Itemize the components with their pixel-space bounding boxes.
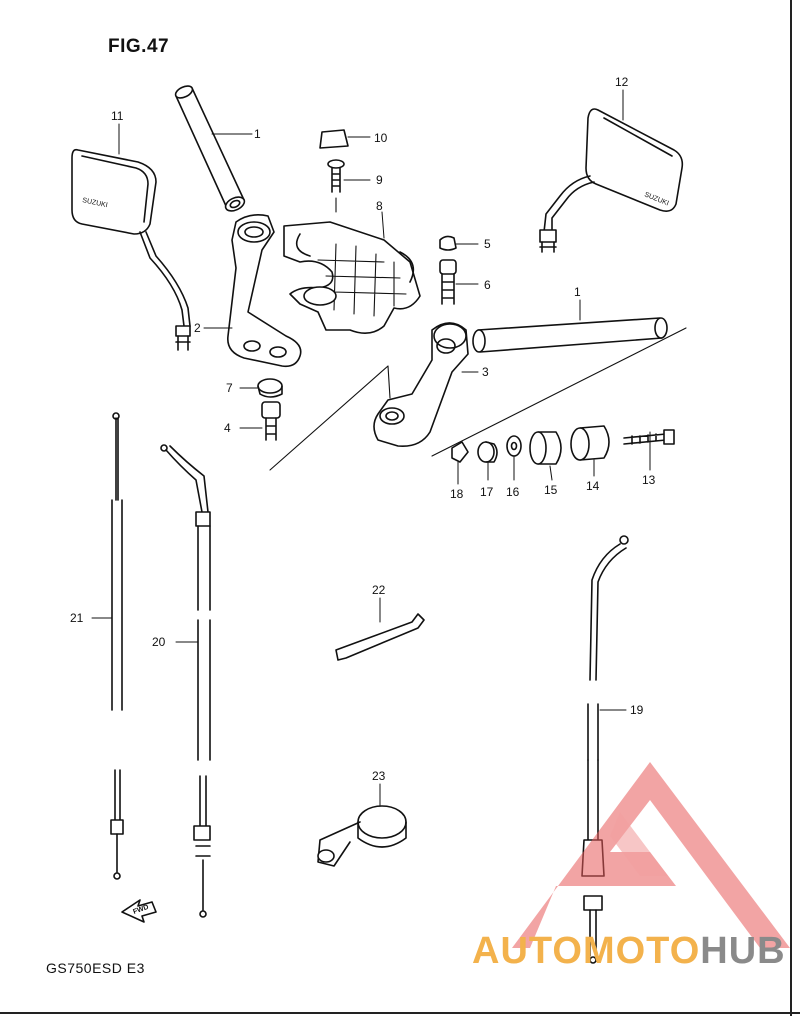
part-label-3: 3 bbox=[482, 365, 489, 379]
bolt-6 bbox=[439, 259, 457, 305]
watermark-logo bbox=[512, 762, 790, 948]
part-label-17: 17 bbox=[480, 485, 494, 499]
bar-end-collar-17 bbox=[477, 441, 498, 463]
part-label-4: 4 bbox=[224, 421, 231, 435]
part-label-19: 19 bbox=[630, 703, 644, 717]
assembly-line-b bbox=[431, 327, 687, 457]
page-border-bottom bbox=[0, 1012, 800, 1014]
right-handlebar-grip bbox=[472, 317, 668, 353]
watermark-text-moto: MOTO bbox=[582, 930, 701, 972]
leader-lines bbox=[91, 89, 651, 807]
part-label-15: 15 bbox=[544, 483, 558, 497]
part-label-8: 8 bbox=[376, 199, 383, 213]
part-label-13: 13 bbox=[642, 473, 656, 487]
page-border-right bbox=[790, 0, 792, 1016]
bar-end-screw-13 bbox=[623, 429, 675, 445]
part-label-12: 12 bbox=[615, 75, 629, 89]
plug-cap-5 bbox=[439, 235, 457, 251]
cable-strap-22 bbox=[335, 613, 425, 661]
part-label-18: 18 bbox=[450, 487, 464, 501]
part-label-7: 7 bbox=[226, 381, 233, 395]
cable-guide-23 bbox=[317, 805, 407, 867]
top-bridge-plate bbox=[283, 221, 421, 334]
cable-21 bbox=[110, 412, 124, 880]
left-handlebar-grip bbox=[174, 85, 246, 212]
figure-title: FIG.47 bbox=[108, 36, 170, 57]
bar-end-washer-16 bbox=[506, 435, 522, 457]
part-label-9: 9 bbox=[376, 173, 383, 187]
bolt-9 bbox=[327, 159, 345, 193]
part-label-16: 16 bbox=[506, 485, 520, 499]
part-label-23: 23 bbox=[372, 769, 386, 783]
watermark-text-auto: AUTO bbox=[472, 930, 583, 972]
right-clip-on-bracket bbox=[373, 322, 469, 448]
part-label-5: 5 bbox=[484, 237, 491, 251]
left-mirror: SUZUKI bbox=[71, 148, 191, 351]
watermark-text: AUTOMOTOHUB bbox=[472, 930, 786, 973]
cable-20 bbox=[160, 444, 211, 918]
watermark-text-hub: HUB bbox=[700, 930, 786, 972]
part-label-1-grip-right: 1 bbox=[574, 285, 581, 299]
part-number-labels: 1 1 2 3 4 5 6 7 8 9 10 11 12 13 14 15 16… bbox=[70, 75, 656, 783]
forward-arrow: FWD bbox=[121, 899, 157, 923]
part-label-1-grip-left: 1 bbox=[254, 127, 261, 141]
plug-cap-10 bbox=[319, 129, 349, 149]
assembly-line-a bbox=[269, 365, 391, 471]
part-label-22: 22 bbox=[372, 583, 386, 597]
bar-end-rubber-15 bbox=[529, 431, 562, 465]
right-mirror: SUZUKI bbox=[539, 108, 684, 253]
part-label-14: 14 bbox=[586, 479, 600, 493]
part-label-21: 21 bbox=[70, 611, 84, 625]
part-label-6: 6 bbox=[484, 278, 491, 292]
plug-cap-7 bbox=[257, 378, 283, 398]
bar-end-nut-18 bbox=[451, 441, 469, 463]
bolt-4 bbox=[261, 401, 281, 441]
left-clip-on-bracket bbox=[227, 214, 302, 368]
part-label-10: 10 bbox=[374, 131, 388, 145]
part-label-11: 11 bbox=[111, 109, 124, 123]
model-code: GS750ESD E3 bbox=[46, 960, 145, 976]
cable-19 bbox=[581, 535, 629, 964]
part-label-2: 2 bbox=[194, 321, 201, 335]
part-label-20: 20 bbox=[152, 635, 166, 649]
bar-end-weight-14 bbox=[570, 425, 610, 461]
